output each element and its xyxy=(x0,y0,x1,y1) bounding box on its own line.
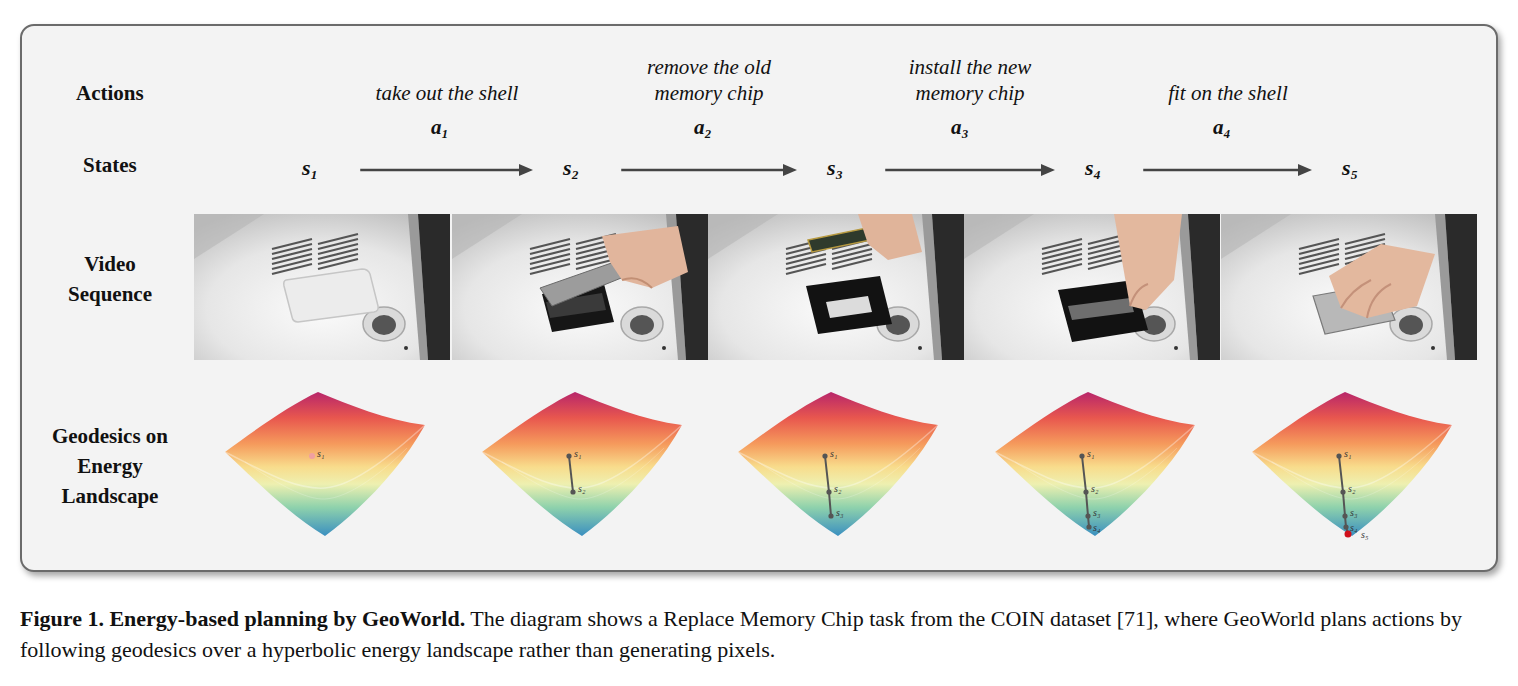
arrow-shaft xyxy=(1143,169,1300,172)
point-label: s₃ xyxy=(1093,507,1100,518)
video-frame xyxy=(452,214,708,360)
state-node: s₄ xyxy=(1081,153,1105,183)
point-label: s₂ xyxy=(1348,483,1355,494)
point-label: s₁ xyxy=(1087,448,1094,459)
geodesic-path xyxy=(309,453,1352,538)
action-symbol: a₄ xyxy=(1213,114,1231,140)
point-label: s₁ xyxy=(574,448,581,459)
point-label: s₂ xyxy=(834,483,841,494)
figure-caption: Figure 1. Energy-based planning by GeoWo… xyxy=(20,603,1502,665)
state-node: s₅ xyxy=(1338,153,1362,183)
arrow-head xyxy=(1298,164,1312,176)
point-label: s₄ xyxy=(1350,522,1357,533)
energy-landscape xyxy=(225,392,1452,536)
video-frame xyxy=(1221,214,1477,360)
arrow-shaft xyxy=(885,169,1043,172)
transition-arrow xyxy=(621,164,797,176)
row-heading: Geodesics on Energy Landscape xyxy=(35,421,185,511)
arrow-shaft xyxy=(360,169,521,172)
action-symbol: a₃ xyxy=(951,114,969,140)
action-label: fit on the shell xyxy=(1113,80,1343,106)
action-label: remove the old memory chip xyxy=(629,54,789,106)
arrow-shaft xyxy=(621,169,785,172)
point-label: s₁ xyxy=(1344,448,1351,459)
state-node: s₂ xyxy=(559,153,583,183)
point-label: s₂ xyxy=(1091,483,1098,494)
state-label: s₃ xyxy=(827,155,843,181)
state-label: s₁ xyxy=(302,155,318,181)
arrow-head xyxy=(519,164,533,176)
arrow-head xyxy=(1041,164,1055,176)
point-label: s₁ xyxy=(830,448,837,459)
video-frame xyxy=(964,214,1220,360)
state-label: s₅ xyxy=(1342,155,1358,181)
transition-arrow xyxy=(885,164,1055,176)
video-frame xyxy=(194,214,450,360)
action-label: take out the shell xyxy=(332,80,562,106)
point-label: s₅ xyxy=(1361,529,1368,540)
row-heading: States xyxy=(83,150,137,180)
action-symbol: a₂ xyxy=(694,114,712,140)
video-frame xyxy=(708,214,964,360)
point-label: s₃ xyxy=(1350,507,1357,518)
state-label: s₂ xyxy=(563,155,579,181)
state-node: s₁ xyxy=(298,153,322,183)
transition-arrow xyxy=(1143,164,1312,176)
point-label: s₃ xyxy=(836,507,843,518)
transition-arrow xyxy=(360,164,533,176)
row-heading: Actions xyxy=(76,78,144,108)
point-label: s₂ xyxy=(578,483,585,494)
state-label: s₄ xyxy=(1085,155,1101,181)
row-heading: Video Sequence xyxy=(50,249,170,309)
state-node: s₃ xyxy=(823,153,847,183)
action-symbol: a₁ xyxy=(431,114,449,140)
point-label: s₁ xyxy=(317,448,324,459)
point-label: s₄ xyxy=(1093,522,1100,533)
arrow-head xyxy=(783,164,797,176)
action-label: install the new memory chip xyxy=(885,54,1055,106)
